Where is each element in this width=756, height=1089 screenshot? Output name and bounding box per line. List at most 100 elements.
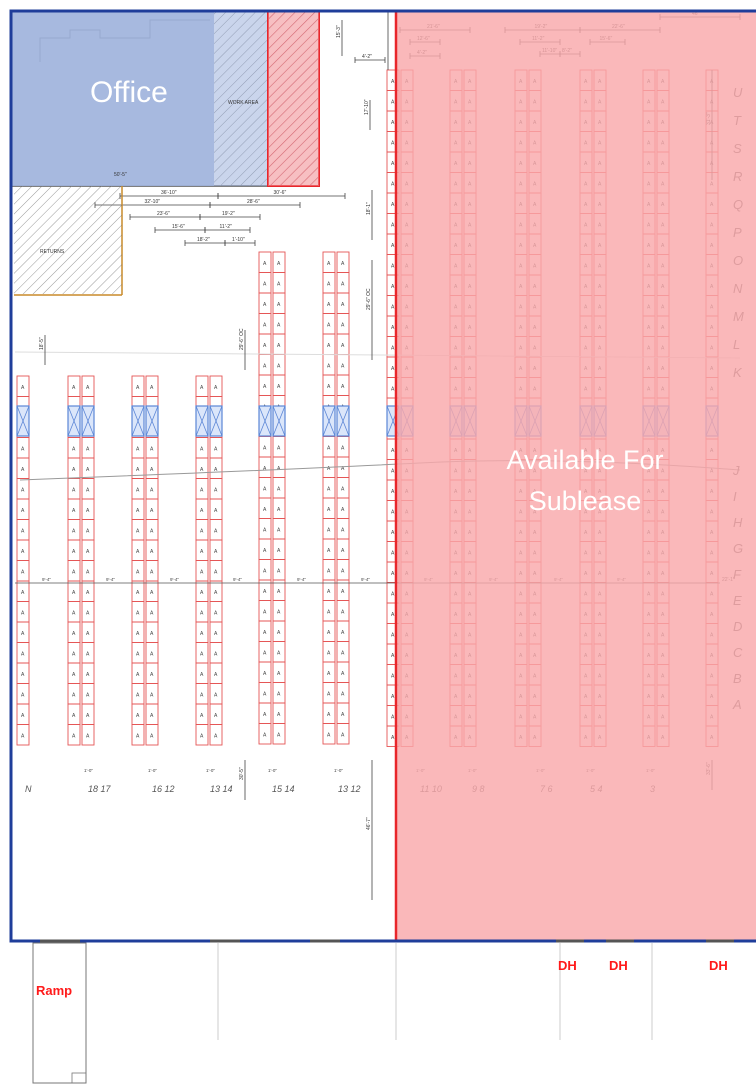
rack-cell-mark: A bbox=[277, 548, 281, 554]
highlight-bay-diagonal bbox=[67, 405, 81, 437]
rack-cell-mark: A bbox=[277, 712, 281, 718]
rack-cell bbox=[336, 723, 350, 745]
aisle-dimension: 9'-4" bbox=[361, 577, 370, 582]
bottom-dimension: 1'-0" bbox=[334, 768, 343, 773]
rack-cell-mark: A bbox=[86, 508, 90, 514]
rack-cell bbox=[67, 724, 81, 746]
rack-cell-mark: A bbox=[263, 610, 267, 616]
bottom-dimension: 1'-0" bbox=[268, 768, 277, 773]
rack-cell-mark: A bbox=[21, 467, 25, 473]
rack-cell-mark: A bbox=[263, 712, 267, 718]
rack-cell-mark: A bbox=[327, 569, 331, 575]
rack-cell-mark: A bbox=[327, 548, 331, 554]
rack-cell-mark: A bbox=[214, 570, 218, 576]
rack-cell-mark: A bbox=[391, 510, 395, 516]
rack-cell-mark: A bbox=[341, 548, 345, 554]
rack-cell bbox=[195, 724, 209, 746]
rack-cell-mark: A bbox=[341, 302, 345, 308]
rack-cell-mark: A bbox=[327, 507, 331, 513]
rack-cell-mark: A bbox=[263, 651, 267, 657]
bottom-dimension: 1'-0" bbox=[206, 768, 215, 773]
dock-high-label-3: DH bbox=[709, 958, 728, 973]
rack-cell-mark: A bbox=[72, 734, 76, 740]
rack-cell-mark: A bbox=[391, 366, 395, 372]
sublease-area bbox=[396, 11, 756, 941]
rack-cell-mark: A bbox=[263, 487, 267, 493]
rack-cell-mark: A bbox=[150, 672, 154, 678]
aisle-dimension: 9'-4" bbox=[233, 577, 242, 582]
bottom-dimension: 1'-0" bbox=[148, 768, 157, 773]
rack-cell-mark: A bbox=[327, 733, 331, 739]
rack-cell bbox=[258, 723, 272, 745]
rack-cell-mark: A bbox=[72, 652, 76, 658]
dim-mid-8: 11'-2" bbox=[220, 224, 233, 230]
rack-cell-mark: A bbox=[21, 529, 25, 535]
rack-cell-mark: A bbox=[391, 674, 395, 680]
rack-cell-mark: A bbox=[327, 261, 331, 267]
rack-cell-mark: A bbox=[263, 261, 267, 267]
aisle-number: N bbox=[25, 784, 32, 794]
aisle-number: 13 14 bbox=[210, 784, 233, 794]
rack-cell-mark: A bbox=[263, 548, 267, 554]
rack-cell-mark: A bbox=[150, 549, 154, 555]
rack-cell-mark: A bbox=[391, 612, 395, 618]
rack-cell-mark: A bbox=[277, 610, 281, 616]
rack-cell-mark: A bbox=[200, 447, 204, 453]
rack-cell-mark: A bbox=[136, 631, 140, 637]
rack-cell-mark: A bbox=[21, 508, 25, 514]
rack-cell-mark: A bbox=[21, 693, 25, 699]
rack-cell-mark: A bbox=[263, 692, 267, 698]
rack-cell-mark: A bbox=[200, 672, 204, 678]
ramp-area bbox=[32, 942, 87, 1084]
rack-cell-mark: A bbox=[21, 631, 25, 637]
highlight-bay-diagonal bbox=[209, 405, 223, 437]
rack-cell-mark: A bbox=[277, 630, 281, 636]
work-area-label: WORK AREA bbox=[228, 100, 259, 106]
rack-cell-mark: A bbox=[391, 448, 395, 454]
dim-v-1: 15'-3" bbox=[336, 25, 342, 38]
rack-cell-mark: A bbox=[391, 694, 395, 700]
rack-cell-mark: A bbox=[341, 733, 345, 739]
rack-cell-mark: A bbox=[277, 282, 281, 288]
rack-cell-mark: A bbox=[391, 120, 395, 126]
rack-cell-mark: A bbox=[21, 488, 25, 494]
rack-cell bbox=[145, 724, 159, 746]
rack-cell-mark: A bbox=[327, 712, 331, 718]
rack-cell-mark: A bbox=[341, 589, 345, 595]
rack-cell-mark: A bbox=[150, 447, 154, 453]
rack-cell-mark: A bbox=[214, 652, 218, 658]
rack-cell-mark: A bbox=[327, 651, 331, 657]
rack-cell-mark: A bbox=[214, 672, 218, 678]
rack-cell-mark: A bbox=[86, 467, 90, 473]
rack-cell-mark: A bbox=[136, 570, 140, 576]
rack-cell-mark: A bbox=[327, 343, 331, 349]
rack-cell-mark: A bbox=[72, 467, 76, 473]
dim-v-8: 30'-5" bbox=[239, 767, 245, 780]
rack-cell-mark: A bbox=[136, 549, 140, 555]
rack-cell-mark: A bbox=[21, 590, 25, 596]
rack-cell-mark: A bbox=[136, 611, 140, 617]
rack-cell-mark: A bbox=[200, 693, 204, 699]
rack-cell-mark: A bbox=[150, 488, 154, 494]
rack-cell-mark: A bbox=[150, 734, 154, 740]
rack-cell bbox=[16, 724, 30, 746]
dim-v-9: 46'-7" bbox=[366, 817, 372, 830]
rack-cell-mark: A bbox=[277, 569, 281, 575]
dim-v-4: 18'-1" bbox=[366, 202, 372, 215]
rack-cell-mark: A bbox=[21, 385, 25, 391]
rack-cell-mark: A bbox=[341, 384, 345, 390]
office-label: Office bbox=[90, 76, 168, 109]
sublease-label-line-1: Available For bbox=[506, 445, 664, 475]
dim-v-2: 17'-10" bbox=[364, 99, 370, 115]
dim-top-11: 4'-2" bbox=[362, 54, 372, 60]
rack-cell-mark: A bbox=[327, 446, 331, 452]
rack-cell-mark: A bbox=[214, 734, 218, 740]
rack-cell-mark: A bbox=[277, 589, 281, 595]
rack-cell-mark: A bbox=[72, 529, 76, 535]
rack-cell-mark: A bbox=[214, 611, 218, 617]
rack-cell-mark: A bbox=[391, 715, 395, 721]
rack-cell-mark: A bbox=[327, 610, 331, 616]
rack-cell-mark: A bbox=[21, 734, 25, 740]
